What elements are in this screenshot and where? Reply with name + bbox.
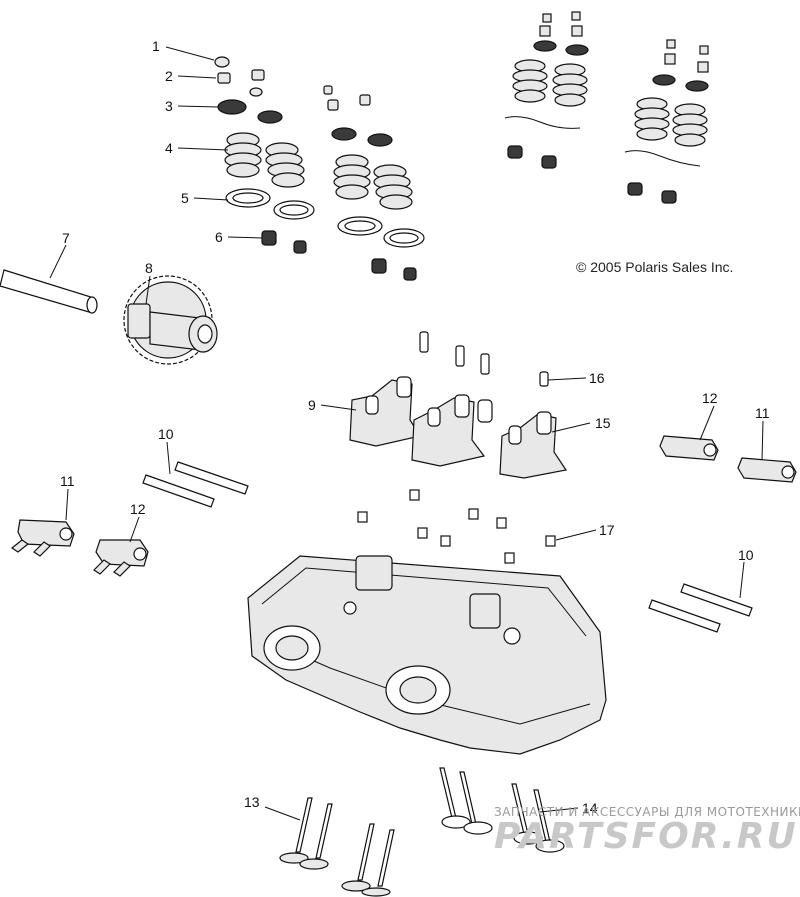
rocker-arm-support-left bbox=[349, 376, 421, 447]
callout-12-left: 12 bbox=[130, 501, 146, 517]
callout-10-right: 10 bbox=[738, 547, 754, 563]
valve-spring-5 bbox=[512, 59, 548, 103]
callout-10-left: 10 bbox=[158, 426, 174, 442]
valve-spring-1 bbox=[224, 132, 262, 178]
callout-12-right: 12 bbox=[702, 390, 718, 406]
cylinder-head bbox=[247, 555, 607, 755]
copyright-notice: © 2005 Polaris Sales Inc. bbox=[576, 259, 733, 275]
rocker-arm-11-left bbox=[10, 519, 75, 557]
rocker-arm-12-right bbox=[659, 435, 719, 461]
watermark-tagline: ЗАПЧАСТИ И АКСЕССУАРЫ ДЛЯ МОТОТЕХНИКИ bbox=[494, 805, 800, 819]
callout-11-right: 11 bbox=[755, 405, 770, 421]
callout-3: 3 bbox=[165, 98, 173, 114]
callout-11-left: 11 bbox=[60, 473, 75, 489]
callout-numbers: 1 2 3 4 5 6 7 8 9 10 11 12 12 11 10 16 1… bbox=[60, 38, 770, 816]
callout-15: 15 bbox=[595, 415, 611, 431]
rocker-shafts-left bbox=[142, 461, 249, 508]
rocker-arm-support-right bbox=[499, 411, 568, 479]
rocker-arm-support-center bbox=[411, 394, 493, 467]
callout-8: 8 bbox=[145, 260, 153, 276]
valve-train-left-group bbox=[214, 56, 315, 254]
callout-2: 2 bbox=[165, 68, 173, 84]
valve-spring-2 bbox=[265, 142, 305, 188]
callout-17: 17 bbox=[599, 522, 615, 538]
intake-valves-14 bbox=[439, 767, 565, 853]
callout-7: 7 bbox=[62, 230, 70, 246]
valve-spring-6 bbox=[552, 63, 588, 107]
valve-train-upper-right-group bbox=[504, 11, 589, 169]
callout-16: 16 bbox=[589, 370, 605, 386]
callout-9: 9 bbox=[308, 397, 316, 413]
callout-6: 6 bbox=[215, 229, 223, 245]
bolts-16 bbox=[419, 331, 549, 387]
callout-1: 1 bbox=[152, 38, 160, 54]
leader-lines bbox=[49, 46, 764, 821]
rocker-arm-12-left bbox=[93, 539, 149, 577]
valve-spring-7 bbox=[634, 97, 670, 141]
rocker-arm-11-right bbox=[737, 457, 797, 483]
rocker-shaft-long bbox=[0, 269, 98, 314]
watermark: ЗАПЧАСТИ И АКСЕССУАРЫ ДЛЯ МОТОТЕХНИКИ PA… bbox=[494, 805, 800, 857]
dowels-17 bbox=[357, 489, 556, 564]
camshaft-sprocket bbox=[123, 275, 218, 365]
valve-train-far-right-group bbox=[624, 39, 709, 204]
valve-spring-8 bbox=[672, 103, 708, 147]
callout-4: 4 bbox=[165, 140, 173, 156]
valve-spring-3 bbox=[333, 154, 371, 200]
exhaust-valves-13 bbox=[279, 797, 395, 897]
callout-14: 14 bbox=[582, 800, 598, 816]
callout-5: 5 bbox=[181, 190, 189, 206]
valve-train-middle-group bbox=[323, 85, 425, 281]
rocker-shafts-right bbox=[648, 583, 753, 633]
valve-spring-4 bbox=[373, 164, 413, 210]
callout-13: 13 bbox=[244, 794, 260, 810]
watermark-brand: PARTSFOR.RU bbox=[494, 816, 798, 857]
